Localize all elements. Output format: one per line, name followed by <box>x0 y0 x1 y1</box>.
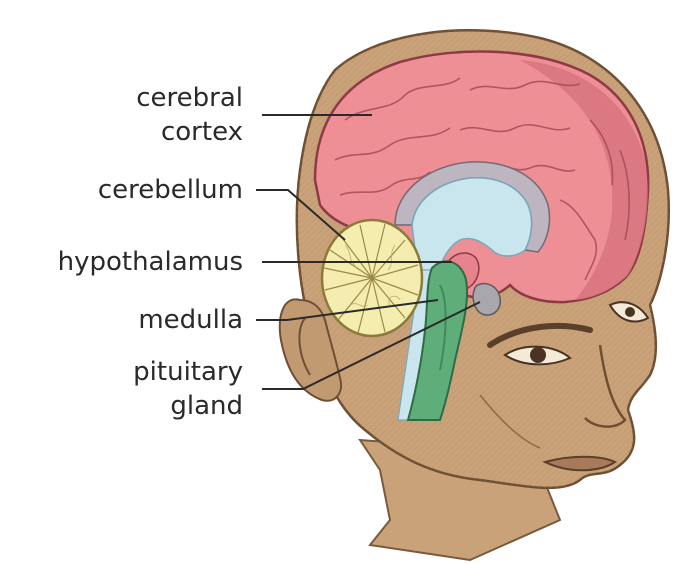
label-cerebral-cortex-line1: cerebral <box>136 83 243 113</box>
leader-lines <box>256 114 481 390</box>
label-pituitary-gland-line2: gland <box>170 391 243 421</box>
label-pituitary-gland: pituitary gland <box>133 355 243 423</box>
nose <box>584 344 627 428</box>
label-medulla: medulla <box>138 303 243 337</box>
label-medulla-text: medulla <box>138 305 243 335</box>
eyebrow <box>487 322 593 348</box>
leader-pituitary <box>262 301 481 390</box>
cerebellum-shape <box>320 218 424 338</box>
label-cerebellum-text: cerebellum <box>97 175 243 205</box>
ear <box>278 298 342 402</box>
label-hypothalamus: hypothalamus <box>58 245 243 279</box>
label-cerebral-cortex: cerebral cortex <box>136 81 243 149</box>
leader-cerebellum <box>256 189 346 241</box>
pituitary-shape <box>472 282 501 316</box>
mouth <box>542 455 618 472</box>
label-cerebellum: cerebellum <box>98 173 243 207</box>
label-pituitary-gland-line1: pituitary <box>133 357 243 387</box>
label-hypothalamus-text: hypothalamus <box>57 247 243 277</box>
leader-medulla <box>256 299 439 321</box>
label-cerebral-cortex-line2: cortex <box>160 117 243 147</box>
